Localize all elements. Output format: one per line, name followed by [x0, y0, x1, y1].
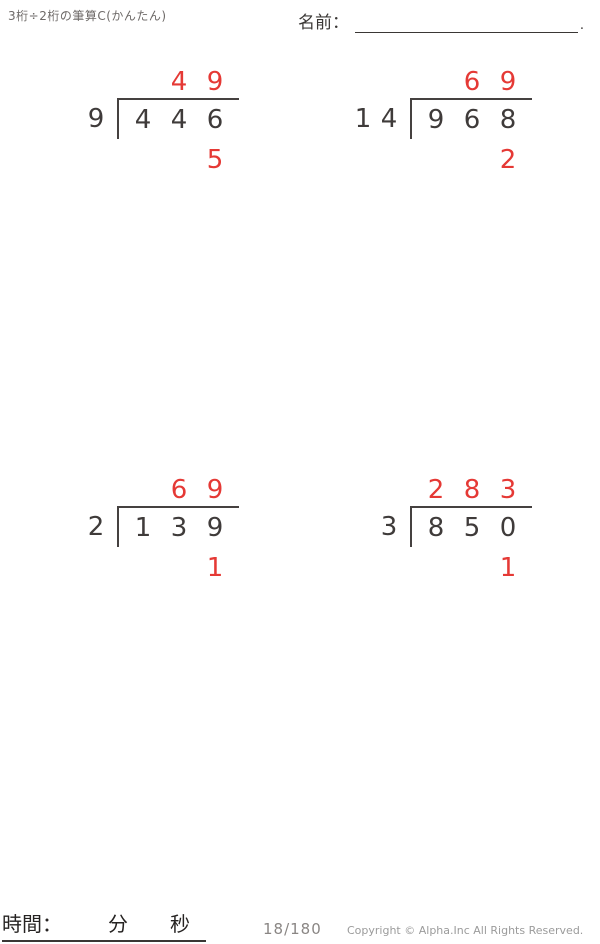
dividend-digit: 4	[134, 105, 152, 135]
quotient-digit: 6	[463, 67, 481, 97]
name-period: .	[579, 18, 584, 33]
minutes-label: 分	[108, 912, 128, 936]
quotient-row: 6 9	[418, 66, 532, 98]
name-field: 名前： .	[298, 8, 584, 33]
remainder-row: 5	[125, 145, 239, 175]
divisor: 1 4	[330, 98, 410, 139]
remainder-digit	[125, 553, 161, 583]
remainder-digit	[161, 145, 197, 175]
name-label: 名前：	[298, 13, 349, 33]
quotient-row: 2 8 3	[418, 474, 532, 506]
quotient-digit: 8	[463, 475, 481, 505]
remainder-row: 1	[418, 553, 532, 583]
dividend-digit: 5	[463, 513, 481, 543]
quotient-digit: 6	[170, 475, 188, 505]
dividend-digit: 3	[170, 513, 188, 543]
divisor: 9	[37, 98, 117, 139]
dividend-digit: 4	[170, 105, 188, 135]
quotient-digit: 4	[170, 67, 188, 97]
name-underline	[355, 12, 578, 33]
seconds-label: 秒	[170, 912, 190, 936]
divisor-digit: 4	[380, 103, 398, 134]
remainder-digit: 1	[499, 553, 517, 583]
quotient-digit: 2	[427, 475, 445, 505]
remainder-digit	[454, 145, 490, 175]
division-problem-1: 4 9 9 4 4 6 5	[37, 66, 239, 175]
page-number: 18/180	[263, 920, 322, 938]
time-label: 時間：	[2, 912, 62, 936]
quotient-digit: 9	[499, 67, 517, 97]
remainder-digit: 1	[206, 553, 224, 583]
remainder-digit	[125, 145, 161, 175]
dividend-digit: 9	[206, 513, 224, 543]
remainder-row: 1	[125, 553, 239, 583]
dividend-digit: 6	[463, 105, 481, 135]
quotient-digit: 9	[206, 67, 224, 97]
division-problem-3: 6 9 2 1 3 9 1	[37, 474, 239, 583]
divisor-digit: 9	[87, 103, 105, 134]
division-bracket: 4 4 6	[117, 98, 239, 139]
division-bracket: 8 5 0	[410, 506, 532, 547]
time-field: 時間： 分 秒	[2, 908, 206, 942]
remainder-digit: 5	[206, 145, 224, 175]
division-bracket: 9 6 8	[410, 98, 532, 139]
remainder-digit	[161, 553, 197, 583]
copyright-text: Copyright © Alpha.Inc All Rights Reserve…	[347, 924, 584, 937]
dividend-digit: 6	[206, 105, 224, 135]
remainder-digit	[418, 145, 454, 175]
quotient-row: 6 9	[125, 474, 239, 506]
remainder-digit	[454, 553, 490, 583]
dividend-digit: 8	[499, 105, 517, 135]
quotient-digit: 3	[499, 475, 517, 505]
division-bracket: 1 3 9	[117, 506, 239, 547]
quotient-row: 4 9	[125, 66, 239, 98]
divisor: 2	[37, 506, 117, 547]
divisor-digit: 2	[87, 511, 105, 542]
dividend-digit: 0	[499, 513, 517, 543]
quotient-digit	[125, 66, 161, 98]
divisor-digit: 3	[380, 511, 398, 542]
remainder-digit	[418, 553, 454, 583]
remainder-digit: 2	[499, 145, 517, 175]
page-title: 3桁÷2桁の筆算C(かんたん)	[8, 9, 167, 23]
divisor-digit: 1	[354, 103, 372, 134]
divisor: 3	[330, 506, 410, 547]
remainder-row: 2	[418, 145, 532, 175]
dividend-digit: 9	[427, 105, 445, 135]
dividend-digit: 8	[427, 513, 445, 543]
dividend-digit: 1	[134, 513, 152, 543]
division-problem-2: 6 9 1 4 9 6 8 2	[330, 66, 532, 175]
quotient-digit	[125, 474, 161, 506]
quotient-digit	[418, 66, 454, 98]
division-problem-4: 2 8 3 3 8 5 0 1	[330, 474, 532, 583]
quotient-digit: 9	[206, 475, 224, 505]
